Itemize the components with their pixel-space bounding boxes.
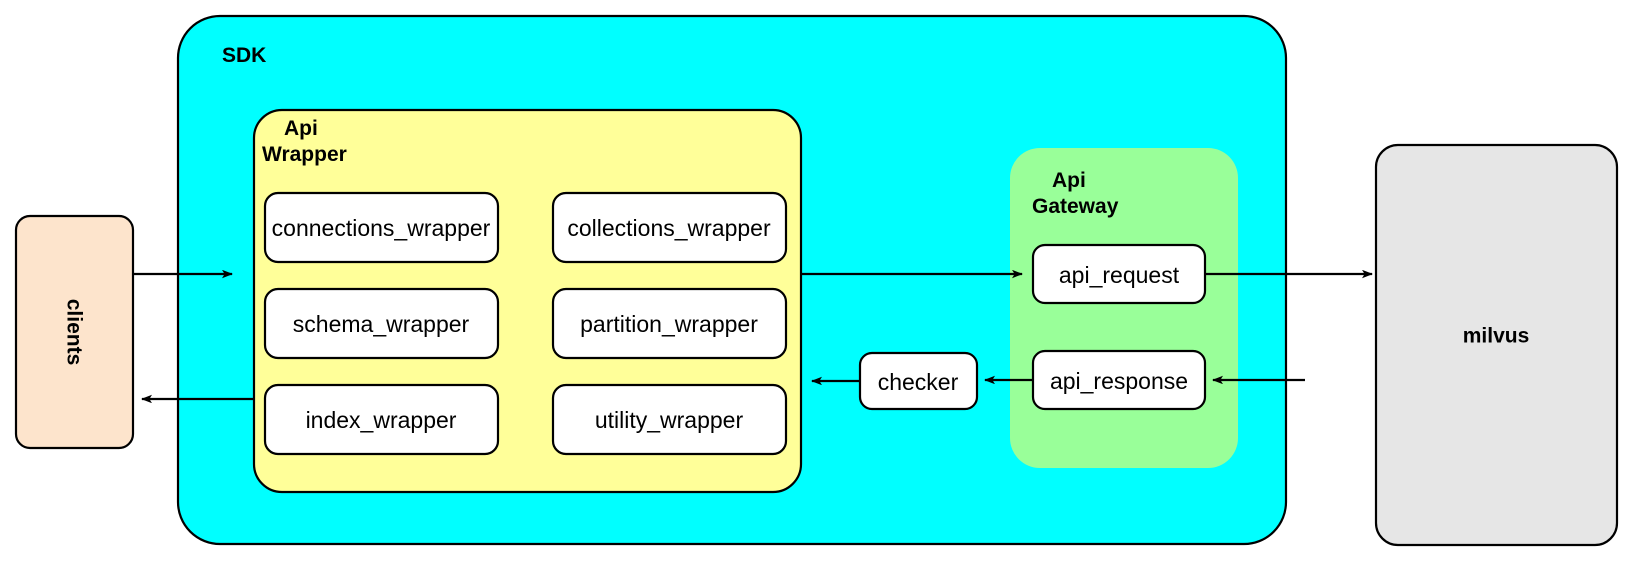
- node-clients[interactable]: [14, 214, 135, 450]
- node-collections-wrapper[interactable]: [551, 191, 788, 264]
- node-partition-wrapper[interactable]: [551, 287, 788, 360]
- node-connections-wrapper[interactable]: [263, 191, 500, 264]
- node-collections-wrapper-label: collections_wrapper: [567, 215, 771, 241]
- node-schema-wrapper-label: schema_wrapper: [293, 311, 470, 337]
- node-connections-wrapper-label: connections_wrapper: [272, 215, 491, 241]
- node-schema-wrapper[interactable]: [263, 287, 500, 360]
- node-utility-wrapper[interactable]: [551, 383, 788, 456]
- node-index-wrapper[interactable]: [263, 383, 500, 456]
- node-checker-label: checker: [878, 369, 959, 395]
- container-api-wrapper-label-line2: Wrapper: [262, 143, 347, 166]
- container-api-wrapper-label-line1: Api: [284, 117, 318, 140]
- node-clients-label: clients: [63, 299, 86, 366]
- container-api-gateway-label-line1: Api: [1052, 169, 1086, 192]
- node-api-response-label: api_response: [1050, 368, 1188, 394]
- container-sdk-label: SDK: [222, 44, 266, 67]
- node-utility-wrapper-label: utility_wrapper: [595, 407, 744, 433]
- container-api-gateway-label-line2: Gateway: [1032, 195, 1119, 218]
- node-partition-wrapper-label: partition_wrapper: [580, 311, 758, 337]
- node-index-wrapper-label: index_wrapper: [306, 407, 457, 433]
- node-api-request-label: api_request: [1059, 262, 1180, 288]
- node-milvus-label: milvus: [1463, 325, 1530, 348]
- node-milvus[interactable]: [1374, 143, 1619, 547]
